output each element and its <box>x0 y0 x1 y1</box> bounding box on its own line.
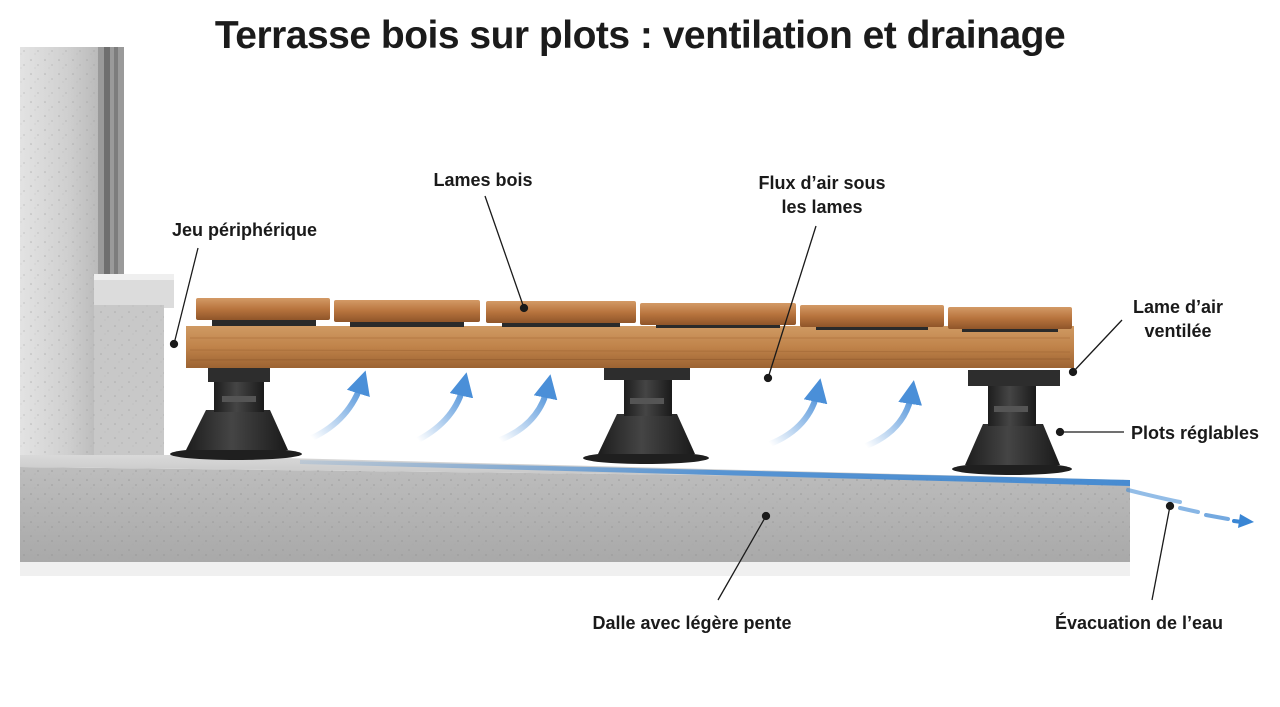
deck-board <box>800 305 944 330</box>
diagram-title: Terrasse bois sur plots : ventilation et… <box>214 14 1066 57</box>
airflow-arrow <box>415 372 474 443</box>
label-flux-air: Flux d’air sous les lames <box>758 171 885 219</box>
deck-board <box>640 303 796 328</box>
leader-lines <box>169 195 1175 601</box>
water-film <box>300 460 1130 486</box>
leader-dot <box>1055 427 1065 437</box>
leader-dot <box>1165 501 1175 511</box>
label-dalle: Dalle avec légère pente <box>592 613 792 633</box>
leader-jeu-peripherique <box>173 247 199 345</box>
leader-lames-bois <box>484 195 525 309</box>
label-flux-air-line2: les lames <box>781 197 863 217</box>
label-flux-air-line1: Flux d’air sous <box>758 173 886 193</box>
leader-dot <box>519 303 529 313</box>
airflow-arrow <box>309 370 370 441</box>
label-lame-air-line1: Lame d’air <box>1132 297 1224 317</box>
deck-board <box>196 298 330 326</box>
house-wall <box>20 47 174 467</box>
airflow-arrow <box>497 374 558 443</box>
airflow-arrows <box>309 370 922 449</box>
leader-dot <box>761 511 771 521</box>
label-plots-reglables: Plots réglables <box>1131 423 1260 443</box>
wood-joist <box>186 326 1074 368</box>
label-lame-air-line2: ventilée <box>1144 321 1212 341</box>
water-drain-arrow <box>1126 488 1254 528</box>
deck-board <box>486 301 636 327</box>
label-lames-bois: Lames bois <box>433 170 533 190</box>
deck-board <box>334 300 480 327</box>
pedestal-3 <box>952 370 1072 475</box>
pedestal-1 <box>170 366 302 460</box>
pedestal-2 <box>583 364 709 464</box>
leader-dot <box>1068 367 1078 377</box>
label-lame-air: Lame d’air ventilée <box>1133 295 1223 343</box>
concrete-slab <box>20 455 1130 576</box>
leader-flux-air <box>767 225 817 379</box>
leader-dalle <box>717 515 767 601</box>
leader-dot <box>169 339 179 349</box>
deck-board <box>948 307 1072 332</box>
deck-boards <box>196 298 1072 332</box>
label-jeu-peripherique: Jeu périphérique <box>172 220 318 240</box>
leader-evacuation <box>1151 505 1171 601</box>
leader-lame-air <box>1072 319 1123 373</box>
leader-dot <box>763 373 773 383</box>
label-evacuation: Évacuation de l’eau <box>1054 613 1224 633</box>
airflow-arrow <box>863 380 922 449</box>
airflow-arrow <box>767 378 828 447</box>
